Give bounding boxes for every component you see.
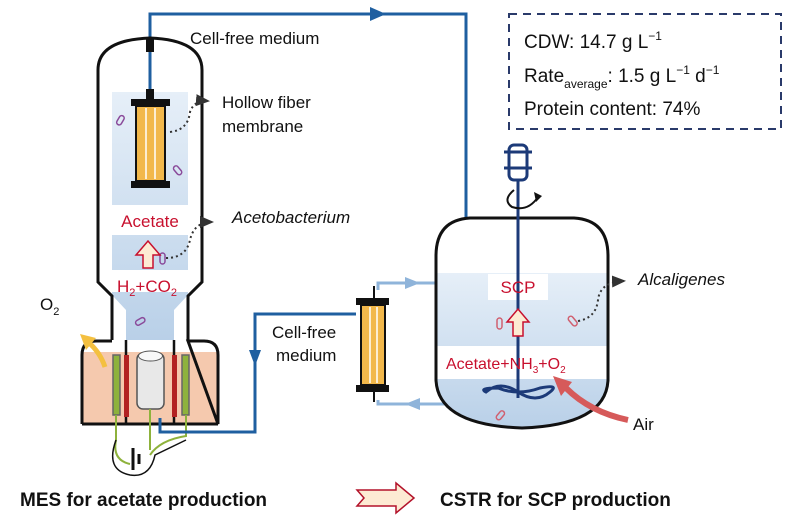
footer-left-label: MES for acetate production xyxy=(20,490,267,511)
cell-free-medium-mid-label-line1: Cell-free xyxy=(272,323,336,342)
pointer-dotted xyxy=(577,275,626,322)
o2-arrowhead-icon xyxy=(80,334,96,350)
mes-up-arrow-icon xyxy=(134,239,162,269)
acetobacterium-cells xyxy=(115,114,183,326)
pointer-dotted xyxy=(165,216,214,259)
motor-icon xyxy=(507,143,529,182)
cell-free-medium-mid-label-line2: medium xyxy=(276,346,336,365)
cstr-product-label: SCP xyxy=(501,278,536,297)
hollow-fiber-membrane-mes xyxy=(131,89,170,188)
cell-free-medium-top-label: Cell-free medium xyxy=(190,29,319,48)
results-box xyxy=(508,13,782,130)
air-label: Air xyxy=(633,415,654,434)
hollow-fiber-module-external xyxy=(356,277,470,410)
cstr-up-arrow-icon xyxy=(505,307,531,337)
rotation-arrow-icon xyxy=(506,189,539,210)
protein-content-result: Protein content: 74% xyxy=(524,99,700,120)
alcaligenes-label: Alcaligenes xyxy=(637,270,725,289)
hollow-fiber-label-line2: membrane xyxy=(222,117,303,136)
flow-arrow-icon xyxy=(370,7,386,21)
flow-arrow-icon xyxy=(249,350,261,366)
hollow-fiber-label-line1: Hollow fiber xyxy=(222,93,311,112)
pointer-dotted xyxy=(169,94,210,133)
process-flow-arrow-icon xyxy=(355,481,416,515)
mes-substrate-label: H2+CO2 xyxy=(117,277,177,299)
footer-right-label: CSTR for SCP production xyxy=(440,490,671,511)
alcaligenes-cells xyxy=(495,315,578,421)
air-arrowhead-icon xyxy=(553,376,572,396)
impeller-icon xyxy=(482,384,555,400)
rate-result: Rateaverage: 1.5 g L−1 d−1 xyxy=(524,63,720,91)
cdw-result: CDW: 14.7 g L−1 xyxy=(524,29,662,53)
acetobacterium-label: Acetobacterium xyxy=(231,208,350,227)
cell-free-medium-pipe-mid xyxy=(158,312,356,434)
cstr-substrate-label: Acetate+NH3+O2 xyxy=(446,356,566,376)
mes-product-label: Acetate xyxy=(121,212,179,231)
mes-column xyxy=(96,36,204,340)
o2-label: O2 xyxy=(40,295,59,318)
air-inflow-arrow-icon xyxy=(563,385,629,423)
